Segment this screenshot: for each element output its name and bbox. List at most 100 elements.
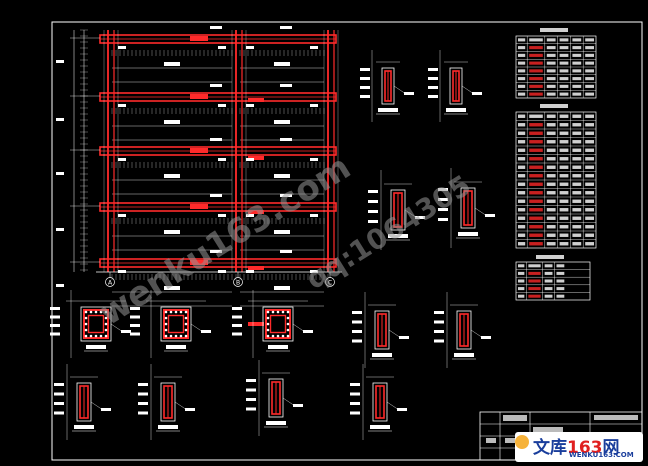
table-cell (559, 140, 569, 144)
table-cell (572, 77, 582, 81)
table-cell (529, 199, 543, 203)
table-cell (559, 157, 569, 161)
table-cell (572, 46, 582, 50)
column-section (350, 364, 407, 440)
table-cell (518, 69, 526, 73)
table-cell (529, 38, 543, 42)
table-title (540, 28, 568, 32)
table-cell (518, 38, 526, 42)
table-cell (572, 92, 582, 96)
table-cell (529, 233, 543, 237)
table-cell (529, 123, 543, 127)
table-cell (585, 114, 594, 118)
table-cell (544, 279, 553, 283)
table-cell (546, 157, 556, 161)
table-cell (559, 61, 569, 65)
logo-suffix: 网 (602, 438, 620, 458)
axis-label: C (328, 280, 332, 287)
table-cell (518, 294, 525, 298)
table-cell (559, 53, 569, 57)
table-cell (518, 53, 526, 57)
table-cell (585, 157, 594, 161)
drawing-border (51, 21, 643, 461)
table-cell (585, 148, 594, 152)
table-cell (529, 216, 543, 220)
table-cell (518, 61, 526, 65)
table-cell (546, 182, 556, 186)
table-cell (528, 264, 541, 268)
table-cell (572, 216, 582, 220)
table-cell (518, 148, 526, 152)
axis-bubble (233, 277, 243, 287)
column-section (434, 292, 491, 368)
table-cell (546, 165, 556, 169)
table-cell (559, 199, 569, 203)
table-cell (518, 131, 526, 135)
column-section (352, 292, 409, 368)
table-cell (546, 242, 556, 246)
table-cell (559, 77, 569, 81)
table-cell (572, 233, 582, 237)
table-cell (559, 69, 569, 73)
table-cell (559, 242, 569, 246)
column-section (54, 364, 111, 440)
table-cell (518, 46, 526, 50)
table-cell (585, 225, 594, 229)
table-cell (572, 242, 582, 246)
table-cell (546, 84, 556, 88)
table-cell (529, 53, 543, 57)
table-frame (515, 261, 591, 301)
table-cell (585, 84, 594, 88)
table-cell (559, 92, 569, 96)
table-cell (559, 208, 569, 212)
table-cell (546, 114, 556, 118)
schedule-table-3 (515, 261, 591, 301)
table-cell (559, 233, 569, 237)
table-cell (518, 279, 525, 283)
table-cell (528, 287, 541, 291)
table-cell (585, 131, 594, 135)
table-cell (546, 174, 556, 178)
table-cell (546, 140, 556, 144)
axis-bubble (105, 277, 115, 287)
table-cell (585, 174, 594, 178)
table-cell (518, 233, 526, 237)
table-cell (546, 148, 556, 152)
table-cell (559, 174, 569, 178)
table-cell (572, 191, 582, 195)
table-cell (585, 38, 594, 42)
table-cell (559, 191, 569, 195)
logo-subtitle: WENKU163.COM (569, 451, 634, 459)
table-cell (546, 53, 556, 57)
table-cell (572, 174, 582, 178)
table-cell (518, 114, 526, 118)
table-cell (529, 61, 543, 65)
table-cell (544, 287, 553, 291)
section-group-middle (50, 290, 491, 368)
table-cell (572, 38, 582, 42)
table-cell (559, 38, 569, 42)
table-cell (546, 69, 556, 73)
table-cell (585, 92, 594, 96)
table-cell (518, 208, 526, 212)
table-cell (572, 225, 582, 229)
table-cell (518, 264, 525, 268)
table-cell (546, 199, 556, 203)
table-title (536, 255, 564, 259)
table-cell (585, 46, 594, 50)
table-cell (585, 208, 594, 212)
schedule-table-2 (515, 111, 597, 249)
table-cell (572, 148, 582, 152)
table-cell (585, 123, 594, 127)
schedule-table-1 (515, 28, 597, 259)
table-cell (529, 140, 543, 144)
table-cell (518, 77, 526, 81)
table-cell (529, 242, 543, 246)
table-cell (544, 294, 553, 298)
table-cell (529, 148, 543, 152)
table-cell (518, 225, 526, 229)
table-cell (585, 191, 594, 195)
table-cell (529, 131, 543, 135)
table-cell (518, 287, 525, 291)
table-cell (559, 123, 569, 127)
